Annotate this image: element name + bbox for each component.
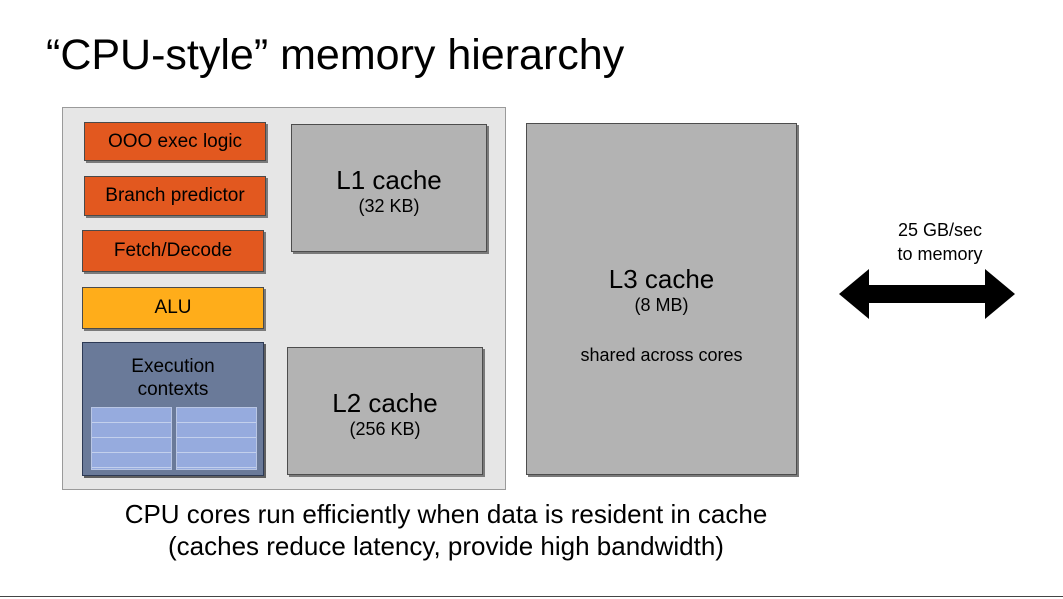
memory-bandwidth-label: 25 GB/sec to memory (897, 220, 983, 264)
l1-cache-size: (32 KB) (358, 196, 420, 216)
ooo-exec-logic: OOO exec logic (84, 122, 266, 161)
double-arrow-icon (839, 269, 1015, 319)
l1-cache: L1 cache (32 KB) (291, 124, 487, 252)
l2-cache-name: L2 cache (332, 388, 438, 418)
caption: CPU cores run efficiently when data is r… (124, 499, 768, 561)
l1-cache-name: L1 cache (336, 165, 442, 195)
l3-cache-name: L3 cache (608, 264, 715, 294)
alu: ALU (82, 287, 264, 329)
l2-cache-size: (256 KB) (349, 419, 421, 439)
bottom-rule (0, 596, 1063, 597)
register-file-left (91, 407, 172, 470)
execution-contexts-label: Execution contexts (131, 356, 215, 400)
l3-cache-note: shared across cores (580, 345, 743, 365)
l3-cache-size: (8 MB) (634, 295, 689, 315)
fetch-decode: Fetch/Decode (82, 230, 264, 272)
l2-cache: L2 cache (256 KB) (287, 347, 483, 475)
execution-contexts: Execution contexts (82, 342, 264, 476)
l3-cache: L3 cache (8 MB) shared across cores (526, 123, 797, 475)
branch-predictor: Branch predictor (84, 176, 266, 216)
slide-title: “CPU-style” memory hierarchy (46, 31, 625, 79)
register-file-right (176, 407, 257, 470)
